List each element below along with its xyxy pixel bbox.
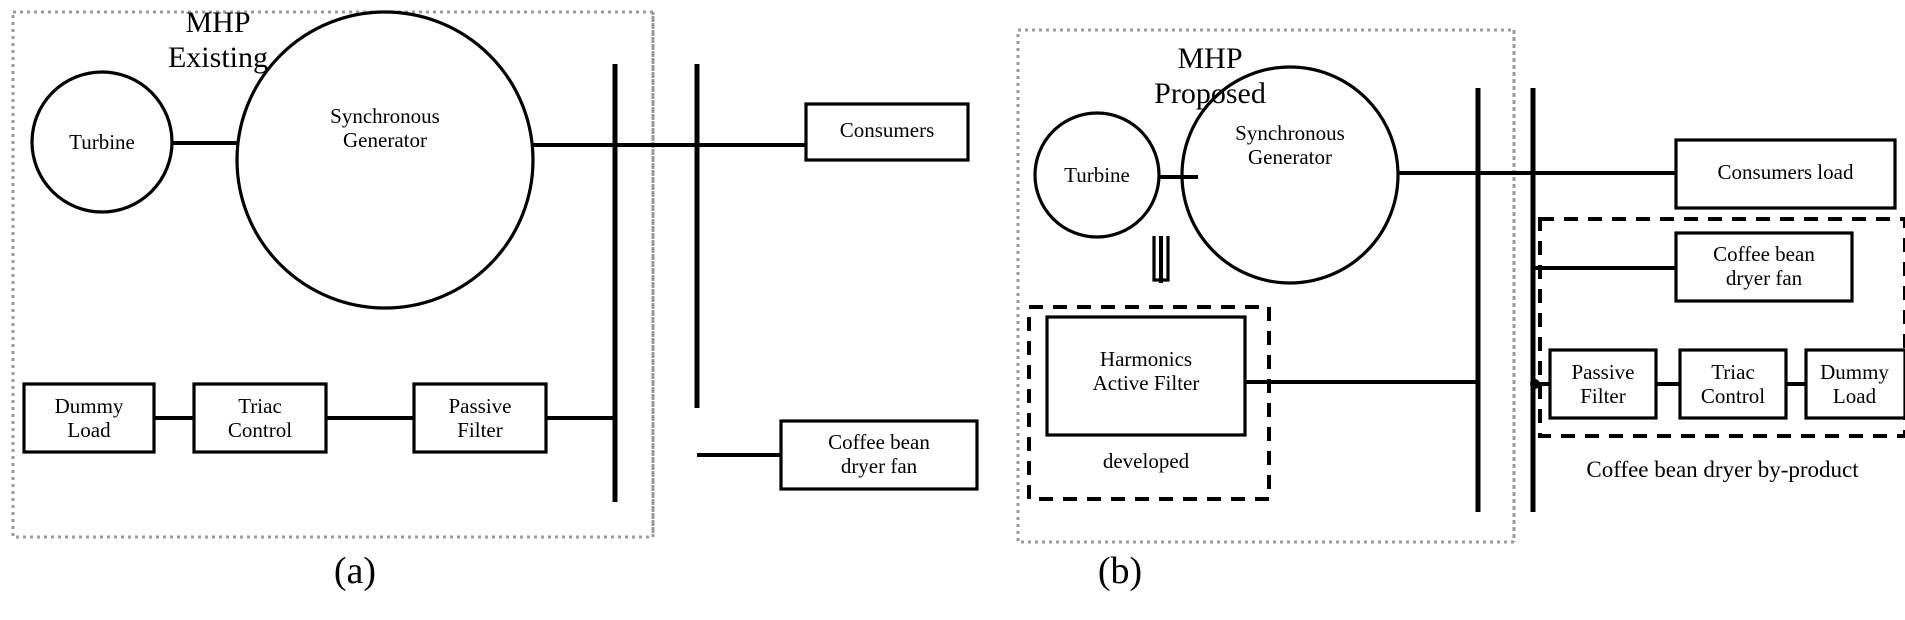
dryer-fan-box-a — [779, 419, 979, 491]
dummy-load-box-b — [1804, 348, 1905, 420]
panel-b-dotted-border — [1016, 28, 1516, 544]
harmonics-active-filter-box-b — [1045, 315, 1247, 437]
turbine-circle-a — [30, 70, 174, 214]
generator-circle-a — [235, 10, 535, 310]
consumers-box-a — [804, 102, 970, 162]
dryer-fan-box-b — [1674, 231, 1854, 303]
passive-filter-box-a — [412, 382, 548, 454]
triac-control-box-b — [1678, 348, 1788, 420]
passive-filter-box-b — [1548, 348, 1658, 420]
dummy-load-box-a — [22, 382, 156, 454]
triac-control-box-a — [192, 382, 328, 454]
generator-circle-b — [1180, 65, 1400, 285]
harmonics-dashed-region-b — [1027, 305, 1271, 501]
consumers-load-box-b — [1674, 138, 1897, 210]
panel-a-dotted-border — [11, 10, 655, 539]
turbine-circle-b — [1033, 111, 1161, 239]
bus2-tap-node-b — [1530, 379, 1540, 389]
